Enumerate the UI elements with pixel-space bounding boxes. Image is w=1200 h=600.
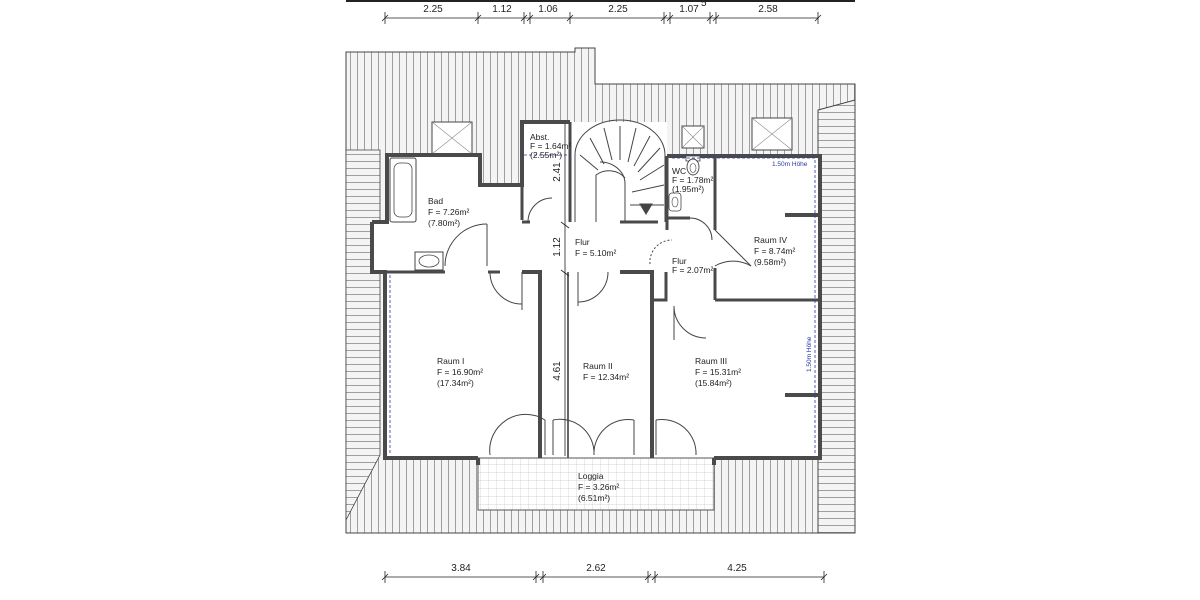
room-flur-1-name: Flur xyxy=(575,237,590,247)
room-flur-1-area: F = 5.10m² xyxy=(575,248,617,258)
room-loggia: Loggia F = 3.26m² (6.51m²) xyxy=(578,471,620,503)
room-bad-name: Bad xyxy=(428,196,443,206)
room-wc: WC F = 1.78m² (1.95m²) xyxy=(672,166,714,194)
dim-top-1: 2.25 xyxy=(423,4,443,15)
room-raum-1-gross: (17.34m²) xyxy=(437,378,474,388)
room-raum-1-name: Raum I xyxy=(437,356,464,366)
dim-top-5-superscript: 5 xyxy=(701,0,707,9)
dim-top-5: 1.07 xyxy=(679,4,699,15)
room-raum-4-area: F = 8.74m² xyxy=(754,246,796,256)
dim-vertical-3: 4.61 xyxy=(552,361,563,381)
room-bad-gross: (7.80m²) xyxy=(428,218,460,228)
room-raum-2: Raum II F = 12.34m² xyxy=(583,361,629,382)
room-wc-area: F = 1.78m² xyxy=(672,175,714,185)
room-abst-name: Abst. xyxy=(530,132,549,142)
dim-top-6: 2.58 xyxy=(758,4,778,15)
dim-top-3: 1.06 xyxy=(538,4,558,15)
dim-vertical-2: 1.12 xyxy=(552,237,563,257)
dim-vertical-1: 2.41 xyxy=(552,162,563,182)
vertical-dimension-lines xyxy=(560,124,570,456)
room-bad: Bad F = 7.26m² (7.80m²) xyxy=(428,196,470,228)
dim-top-2: 1.12 xyxy=(492,4,512,15)
room-abst-gross: (2.55m²) xyxy=(530,150,562,160)
height-note-side: 1.50m Höhe xyxy=(806,336,813,372)
room-raum-3-area: F = 15.31m² xyxy=(695,367,741,377)
bathtub-icon xyxy=(389,157,417,223)
room-raum-3: Raum III F = 15.31m² (15.84m²) xyxy=(695,356,741,388)
room-raum-2-name: Raum II xyxy=(583,361,613,371)
room-loggia-area: F = 3.26m² xyxy=(578,482,620,492)
room-flur-1: Flur F = 5.10m² xyxy=(575,237,617,258)
room-abst: Abst. F = 1.64m² (2.55m²) xyxy=(530,132,572,160)
skylight-icon xyxy=(431,117,793,155)
top-dimension-line xyxy=(381,12,822,24)
room-wc-name: WC xyxy=(672,166,686,176)
room-flur-2: Flur F = 2.07m² xyxy=(672,256,714,275)
room-raum-1: Raum I F = 16.90m² (17.34m²) xyxy=(437,356,483,388)
room-loggia-gross: (6.51m²) xyxy=(578,493,610,503)
floor-area xyxy=(372,122,820,511)
dim-bottom-3: 4.25 xyxy=(727,563,747,574)
room-loggia-name: Loggia xyxy=(578,471,604,481)
room-raum-2-area: F = 12.34m² xyxy=(583,372,629,382)
dim-bottom-1: 3.84 xyxy=(451,563,471,574)
room-raum-4: Raum IV F = 8.74m² (9.58m²) xyxy=(754,235,796,267)
dim-bottom-2: 2.62 xyxy=(586,563,606,574)
bottom-dimension-line xyxy=(381,571,828,583)
dim-top-4: 2.25 xyxy=(608,4,628,15)
room-raum-4-name: Raum IV xyxy=(754,235,787,245)
sink-icon xyxy=(414,251,444,271)
spiral-stair-icon xyxy=(574,119,666,222)
room-raum-3-gross: (15.84m²) xyxy=(695,378,732,388)
height-limit-lines xyxy=(389,154,816,455)
room-raum-1-area: F = 16.90m² xyxy=(437,367,483,377)
height-note-top: 1.50m Höhe xyxy=(772,161,808,168)
door-swing-icon xyxy=(444,197,752,456)
room-bad-area: F = 7.26m² xyxy=(428,207,470,217)
room-flur-2-area: F = 2.07m² xyxy=(672,265,714,275)
toilet-icon xyxy=(668,155,701,212)
room-raum-3-name: Raum III xyxy=(695,356,727,366)
loggia-floor xyxy=(477,457,715,511)
room-flur-2-name: Flur xyxy=(672,256,687,266)
room-abst-area: F = 1.64m² xyxy=(530,141,572,151)
walls xyxy=(370,120,822,465)
room-wc-gross: (1.95m²) xyxy=(672,184,704,194)
room-raum-4-gross: (9.58m²) xyxy=(754,257,786,267)
